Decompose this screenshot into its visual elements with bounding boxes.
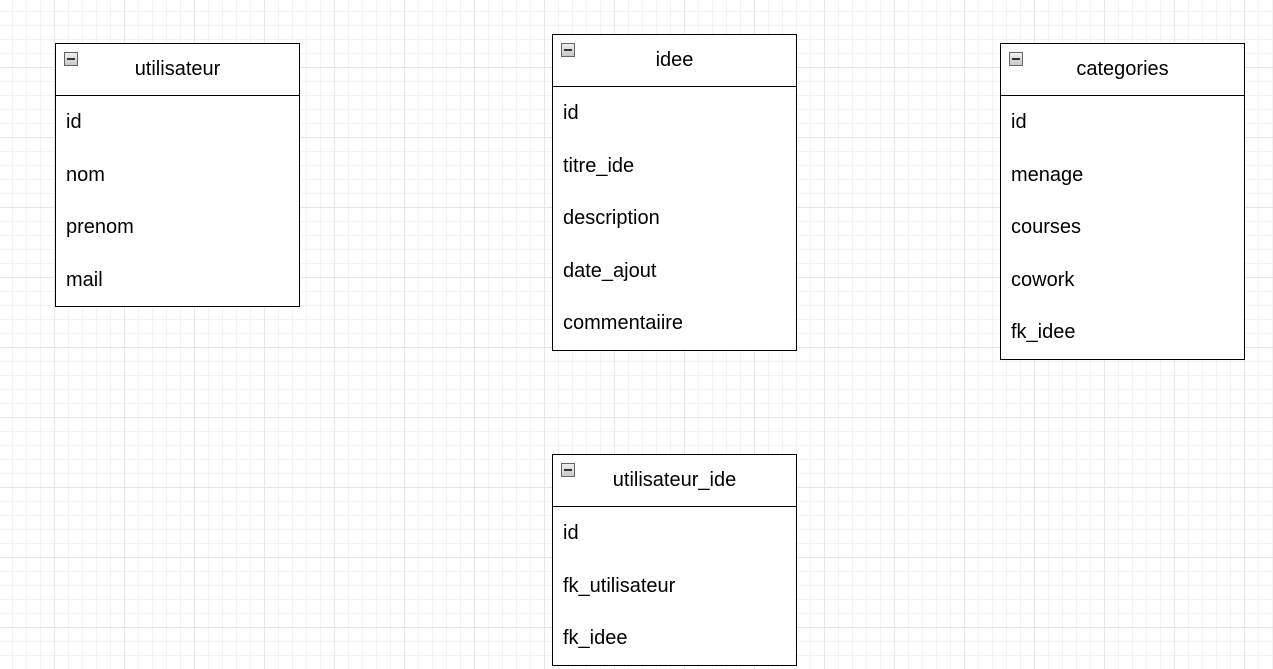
table-header[interactable]: utilisateur [56,44,299,96]
field-list: id fk_utilisateur fk_idee [553,507,796,665]
table-header[interactable]: utilisateur_ide [553,455,796,507]
table-title: categories [1076,58,1169,80]
field-list: id menage courses cowork fk_idee [1001,96,1244,359]
collapse-minus-icon[interactable] [561,463,575,477]
table-field[interactable]: fk_utilisateur [563,574,676,597]
table-header[interactable]: idee [553,35,796,87]
table-field[interactable]: titre_ide [563,154,635,177]
entity-table-idee[interactable]: idee id titre_ide description date_ajout… [552,34,797,351]
table-field[interactable]: id [563,522,579,544]
table-field[interactable]: date_ajout [563,259,657,282]
collapse-minus-icon[interactable] [64,52,78,66]
table-field[interactable]: fk_idee [1011,321,1076,343]
table-title: utilisateur_ide [612,469,737,491]
table-title: utilisateur [134,58,221,80]
table-header[interactable]: categories [1001,44,1244,96]
entity-table-utilisateur[interactable]: utilisateur id nom prenom mail [55,43,300,307]
table-field[interactable]: description [563,207,660,229]
table-field[interactable]: mail [66,268,103,291]
table-field[interactable]: courses [1011,216,1082,238]
table-field[interactable]: id [563,102,579,124]
entity-table-utilisateur-ide[interactable]: utilisateur_ide id fk_utilisateur fk_ide… [552,454,797,666]
collapse-minus-icon[interactable] [561,43,575,57]
collapse-minus-icon[interactable] [1009,52,1023,66]
table-field[interactable]: id [1011,111,1027,133]
table-field[interactable]: fk_idee [563,627,628,649]
field-list: id nom prenom mail [56,96,299,306]
table-field[interactable]: nom [66,163,105,186]
table-field[interactable]: cowork [1011,268,1075,291]
table-field[interactable]: menage [1011,163,1084,186]
table-field[interactable]: id [66,111,82,133]
entity-table-categories[interactable]: categories id menage courses cowork fk_i… [1000,43,1245,360]
table-field[interactable]: prenom [66,216,134,238]
field-list: id titre_ide description date_ajout comm… [553,87,796,350]
table-title: idee [655,49,694,71]
table-field[interactable]: commentaiire [563,312,684,334]
